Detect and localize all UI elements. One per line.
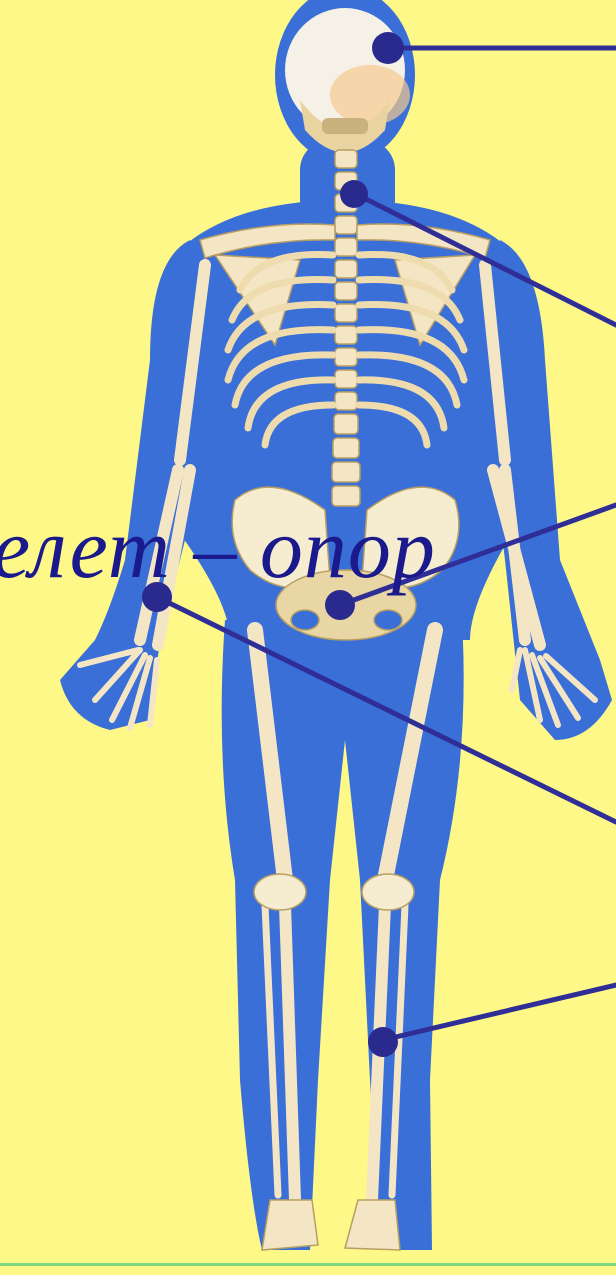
- vertebra: [335, 370, 357, 388]
- right-foot: [345, 1200, 400, 1250]
- vertebra: [334, 414, 358, 434]
- kneecaps: [254, 874, 414, 910]
- skull-callout-dot[interactable]: [372, 32, 404, 64]
- cranium-shading: [330, 65, 410, 125]
- vertebra: [335, 392, 357, 410]
- vertebra: [335, 348, 357, 366]
- vertebra: [335, 150, 357, 168]
- feet: [262, 1200, 400, 1250]
- spine-callout-dot[interactable]: [340, 180, 368, 208]
- leg-callout-dot[interactable]: [368, 1027, 398, 1057]
- vertebra: [335, 282, 357, 300]
- obturator-right: [374, 610, 402, 630]
- obturator-left: [291, 610, 319, 630]
- vertebra: [332, 462, 360, 482]
- left-knee: [254, 874, 306, 910]
- face-teeth: [322, 118, 368, 134]
- vertebra: [333, 438, 359, 458]
- bottom-border: [0, 1263, 616, 1266]
- vertebra: [335, 238, 357, 256]
- left-foot: [262, 1200, 318, 1250]
- caption-text: елет – опор: [0, 505, 436, 591]
- vertebra: [335, 260, 357, 278]
- right-knee: [362, 874, 414, 910]
- vertebra: [335, 216, 357, 234]
- vertebra: [335, 326, 357, 344]
- vertebra: [335, 304, 357, 322]
